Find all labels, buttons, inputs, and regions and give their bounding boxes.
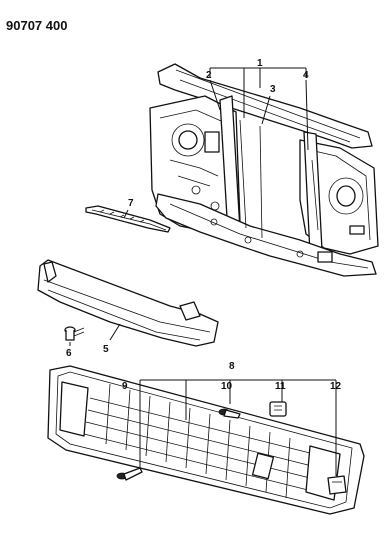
document-id: 90707 400 <box>6 18 67 33</box>
callouts: 1 2 3 4 5 6 7 8 9 10 11 12 <box>66 58 342 392</box>
callout-12: 12 <box>330 381 342 392</box>
callout-5: 5 <box>103 344 109 355</box>
callout-3: 3 <box>270 84 276 95</box>
radiator-support-assembly <box>149 63 379 277</box>
callout-11: 11 <box>275 381 286 392</box>
screw-9 <box>116 467 143 481</box>
clip-12 <box>327 475 347 495</box>
screw-10 <box>218 408 241 419</box>
callout-2: 2 <box>206 70 212 81</box>
callout-7: 7 <box>128 198 134 209</box>
callout-1: 1 <box>257 58 263 69</box>
upper-grille-molding <box>85 205 171 233</box>
clip-11 <box>269 401 287 417</box>
bolt-6 <box>64 326 85 341</box>
callout-6: 6 <box>66 348 72 359</box>
front-bumper <box>37 259 219 347</box>
callout-8: 8 <box>229 361 235 372</box>
callout-4: 4 <box>303 70 309 81</box>
leader-lines <box>69 67 337 476</box>
callout-10: 10 <box>221 381 233 392</box>
grille-assembly <box>47 365 365 515</box>
callout-9: 9 <box>122 381 128 392</box>
